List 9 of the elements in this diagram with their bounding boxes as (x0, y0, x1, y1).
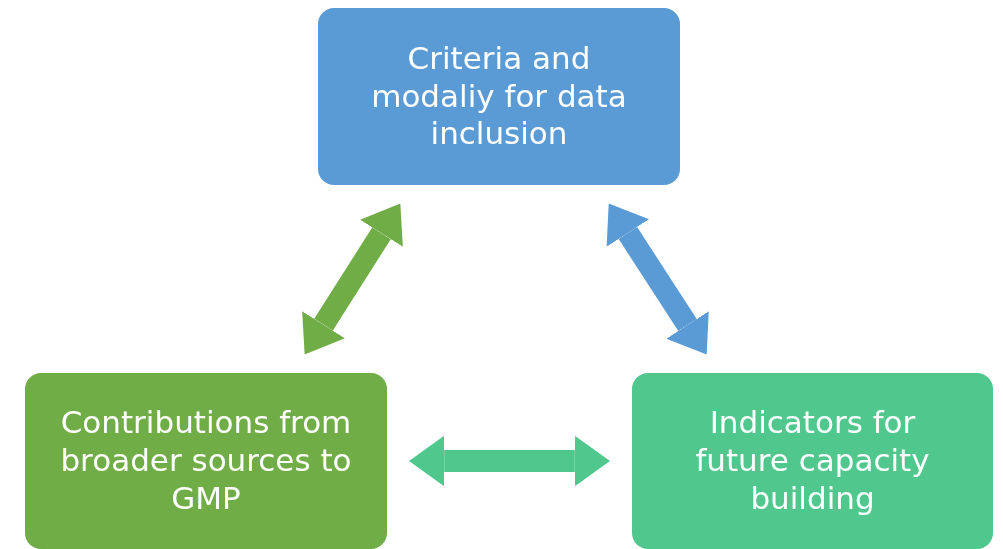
double-arrow (606, 203, 709, 355)
node-label: Criteria and modaliy for data inclusion (370, 39, 628, 154)
node-label: Indicators for future capacity building (694, 404, 931, 518)
double-arrow (302, 203, 403, 355)
process-box (318, 8, 680, 185)
process-box (25, 373, 387, 549)
process-box (632, 373, 993, 549)
node-label: Contributions from broader sources to GMP (59, 404, 353, 518)
double-arrow (409, 435, 610, 487)
